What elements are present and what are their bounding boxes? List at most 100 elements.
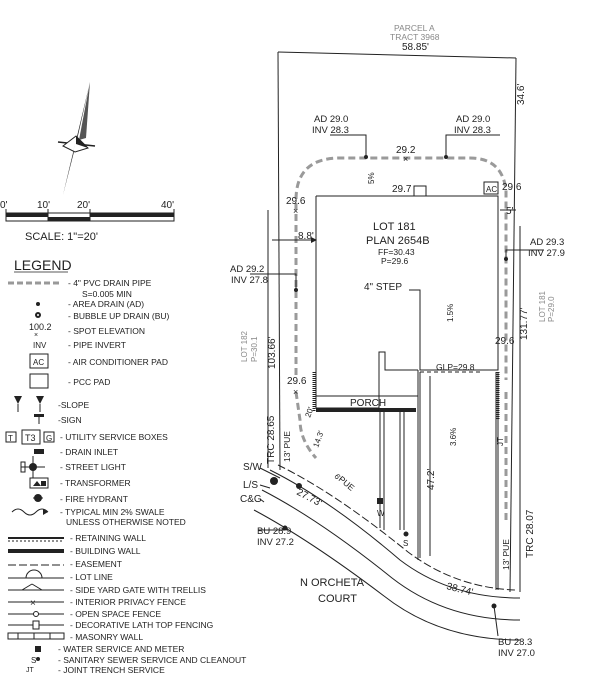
swale-icon [11,508,49,516]
legend-item-text: -SLOPE [58,400,90,410]
pcc-pad-icon [29,373,49,389]
spot-elevation: 29.7 [392,184,412,195]
svg-text:×: × [403,154,408,164]
scale-bar [5,209,175,222]
water-meter-symbol [377,498,383,504]
p-label: P=29.6 [381,256,408,266]
legend-item-text: - EASEMENT [70,559,122,569]
spot-elevation: 29.2 [396,145,416,156]
area-drain-invert: INV 28.3 [312,125,349,136]
top-dimension: 58.85' [402,42,429,53]
legend-item-text: - LOT LINE [70,572,113,582]
legend-item-sub: UNLESS OTHERWISE NOTED [66,517,186,527]
legend-item-text: - JOINT TRENCH SERVICE [58,665,165,674]
legend-item-text: - UTILITY SERVICE BOXES [60,432,168,442]
legend-item-text: - STREET LIGHT [60,462,126,472]
glp-label: GLP=29.8 [436,362,475,372]
transformer-icon [29,477,49,489]
adjacent-lot-label: LOT 182 [240,330,249,362]
porch-label: PORCH [350,398,386,409]
parcel-label: PARCEL A [394,23,435,33]
street-name-line-2: COURT [318,593,357,605]
fire-hydrant-symbol [296,483,302,489]
plan-number-label: PLAN 2654B [366,235,430,247]
arc-dimension-right: 38.74' [445,581,474,598]
pue-mid-label: PUE [337,474,357,493]
legend-item-text: -SIGN [58,415,82,425]
area-drain-invert: INV 28.3 [454,125,491,136]
legend-title: LEGEND [14,257,72,273]
area-drain-label: AD 29.0 [314,114,348,125]
legend-item-text: - PIPE INVERT [68,340,126,350]
lot-label: LOT 181 [373,221,416,233]
adjacent-lot-p: P=30.1 [250,336,259,362]
setback-left: 8.8' [298,231,314,242]
water-service-icon [35,646,41,661]
trc-left-label: TRC 28.65 [266,415,277,464]
legend-item-text: - RETAINING WALL [70,533,146,543]
sewer-service-icon: S [31,656,36,665]
joint-trench-label: JT [496,437,505,446]
joint-trench-icon: JT [26,667,35,674]
bubble-up-invert: INV 27.2 [257,537,294,548]
spot-elevation: 29.6 [286,196,306,207]
masonry-wall-icon [7,632,65,640]
legend-item-text: - WATER SERVICE AND METER [58,644,184,654]
scale-tick-40: 40' [161,200,174,211]
slope-percent: 3.6% [449,428,458,446]
legend-item-text: - 4" PVC DRAIN PIPE [68,278,152,288]
adjacent-lot-p: P=29.0 [547,296,556,322]
svg-text:W: W [377,509,385,518]
bubble-up-label: BU 28.9 [257,526,291,537]
ff-label: FF=30.43 [378,247,415,257]
svg-text:AC: AC [486,185,497,194]
legend-item-text: - TYPICAL MIN 2% SWALE [60,507,165,517]
spot-elevation: 29.6 [502,182,522,193]
building-wall-icon [8,549,64,553]
area-drain-label: AD 29.0 [456,114,490,125]
svg-text:T3: T3 [25,433,36,443]
dimension-lines [267,209,521,592]
area-drain-label: AD 29.3 [530,237,564,248]
svg-text:G: G [46,434,52,443]
left-depth-dimension: 103.66' [267,336,278,369]
street-name-line-1: N ORCHETA [300,577,365,589]
utility-box-icon [5,429,55,445]
bubble-up-label: BU 28.3 [498,637,532,648]
drain-inlet-icon [34,449,44,454]
scale-tick-0: 0' [0,200,8,211]
right-depth-dimension: 131.77' [519,307,530,340]
area-drain-invert: INV 27.9 [528,248,565,259]
pue-left-label: 13' PUE [282,431,292,462]
porch [316,395,418,412]
callout-leaders [250,134,544,637]
legend-item-text: - BUBBLE UP DRAIN (BU) [68,311,170,321]
setback-right: 5' [506,206,514,217]
legend-item-text: - SANITARY SEWER SERVICE AND CLEANOUT [58,655,246,665]
sign-icon [34,414,44,424]
legend-item-text: - DRAIN INLET [60,447,118,457]
street-light-symbol [270,477,278,485]
legend-item-sub: S=0.005 MIN [82,289,132,299]
legend-item-text: - AIR CONDITIONER PAD [68,357,168,367]
svg-text:S: S [403,539,408,548]
retaining-wall-icon [8,537,64,542]
arc-dimension-left: 27.73' [295,487,324,509]
scale-tick-20: 20' [77,200,90,211]
side-yard-gate-icon [8,583,64,591]
svg-text:AC: AC [33,358,44,367]
drive-dimension: 47.2' [426,469,437,490]
drain-pipe [294,156,508,520]
svg-text:×: × [293,387,298,397]
lot-boundary [277,51,517,593]
open-space-fence-icon [8,611,64,617]
lot-line-icon [8,569,64,579]
slope-percent: 5% [367,172,376,184]
step-label: 4" STEP [364,282,402,293]
pue-right-label: 13' PUE [501,539,511,570]
street-light-icon [20,456,45,478]
curb-gutter-label: C&G [240,494,262,505]
ac-pad [413,185,427,197]
legend-item-text: - INTERIOR PRIVACY FENCE [70,597,186,607]
area-drain-label: AD 29.2 [230,264,264,275]
